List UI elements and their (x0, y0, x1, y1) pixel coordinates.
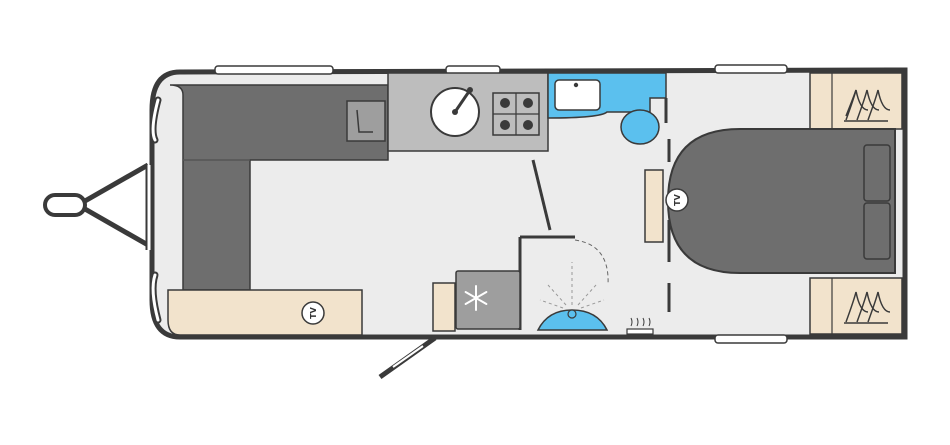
front-cupboard (346, 100, 386, 142)
wardrobe-bottom (809, 277, 903, 335)
island-bed (666, 128, 896, 274)
hanger-icons-top (844, 89, 891, 122)
partitions (531, 98, 671, 312)
tv-icon: TV (665, 188, 689, 212)
tow-hitch (43, 162, 150, 248)
entrance-door[interactable] (378, 335, 437, 380)
pillow-icon (863, 202, 891, 260)
hanger-icons-bottom (844, 291, 891, 324)
tv-cabinet (644, 169, 664, 243)
tv-icon: TV (301, 301, 325, 325)
washroom (547, 72, 667, 145)
fridge (455, 270, 521, 330)
tv-label-lounge: TV (309, 306, 318, 318)
side-windows (214, 64, 788, 344)
toilet-icon (620, 109, 660, 145)
door-shelf (432, 282, 456, 332)
heater-icon (626, 317, 654, 335)
snowflake-icon (464, 285, 488, 311)
tv-label-bedroom: TV (673, 193, 682, 205)
front-windows (145, 96, 162, 324)
hob-icon (492, 92, 540, 136)
sink-icon (430, 87, 480, 137)
wardrobe-top (809, 72, 903, 130)
basin-icon (554, 79, 601, 111)
pillow-icon (863, 144, 891, 202)
